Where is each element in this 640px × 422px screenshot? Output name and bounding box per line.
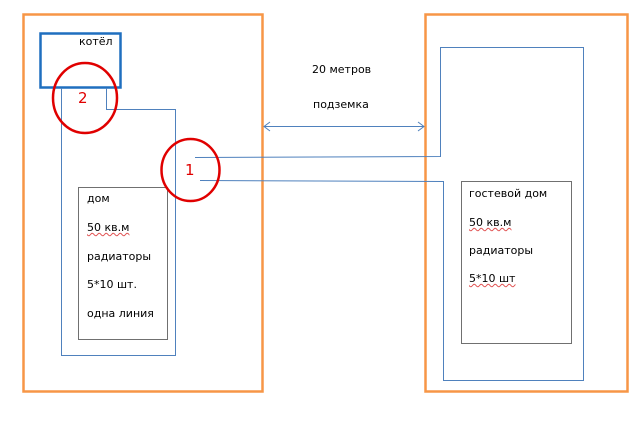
marker-circle-2 xyxy=(51,61,119,135)
boiler-box xyxy=(39,32,122,89)
main-house-box xyxy=(78,187,168,340)
supply-pipe xyxy=(194,47,584,381)
guest-house-radiators: радиаторы xyxy=(469,244,534,257)
arrow-head-left xyxy=(263,121,271,132)
main-house-area: 50 кв.м xyxy=(87,221,130,234)
main-house-radiators: радиаторы xyxy=(87,250,152,263)
marker-circle-1 xyxy=(160,137,221,203)
main-house-line-note: одна линия xyxy=(87,307,154,320)
distance-length-label: 20 метров xyxy=(312,63,372,76)
main-house-pipe-loop xyxy=(61,88,176,356)
guest-plot-border xyxy=(424,13,629,393)
main-plot-border xyxy=(22,13,264,393)
main-house-radiator-count: 5*10 шт. xyxy=(87,278,137,291)
guest-house-radiator-count: 5*10 шт xyxy=(469,272,516,285)
boiler-label: котёл xyxy=(79,35,113,48)
guest-house-name: гостевой дом xyxy=(469,187,548,200)
main-house-name: дом xyxy=(87,192,110,205)
guest-house-box xyxy=(461,181,572,344)
marker-2-label: 2 xyxy=(78,89,88,107)
marker-1-label: 1 xyxy=(185,161,195,179)
guest-house-area: 50 кв.м xyxy=(469,216,512,229)
arrow-head-right xyxy=(417,121,425,132)
distance-type-label: подземка xyxy=(313,98,369,111)
